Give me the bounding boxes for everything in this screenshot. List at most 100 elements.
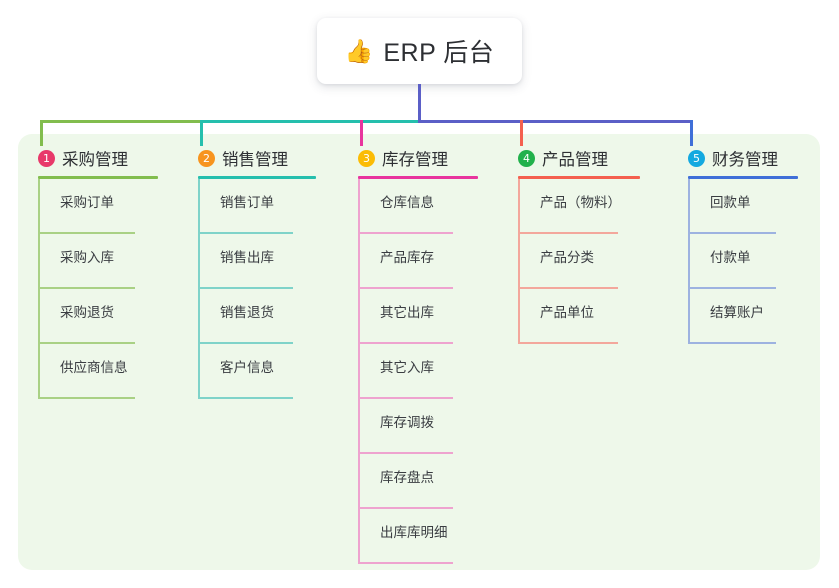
leaf-label: 付款单: [710, 250, 751, 265]
branch-leaf-list: 产品（物料） 产品分类产品单位: [518, 179, 640, 344]
branch-leaf-list: 回款单付款单结算账户: [688, 179, 798, 344]
leaf-rule: [38, 397, 135, 399]
branch-header-产品管理[interactable]: 4 产品管理: [518, 146, 640, 170]
leaf-rule: [518, 232, 618, 234]
leaf-label: 库存调拨: [380, 415, 434, 430]
leaf-rule: [358, 397, 453, 399]
leaf-node[interactable]: 销售出库: [198, 234, 316, 289]
leaf-label: 产品分类: [540, 250, 594, 265]
branch-header-库存管理[interactable]: 3 库存管理: [358, 146, 478, 170]
branch-index-badge: 4: [518, 149, 535, 167]
leaf-label: 采购订单: [60, 195, 114, 210]
leaf-node[interactable]: 采购入库: [38, 234, 158, 289]
branch-column-财务管理: 5 财务管理回款单付款单结算账户: [688, 146, 798, 344]
leaf-rule: [358, 452, 453, 454]
leaf-label: 采购退货: [60, 305, 114, 320]
leaf-label: 仓库信息: [380, 195, 434, 210]
leaf-node[interactable]: 产品（物料）: [518, 179, 640, 234]
connector-drop-1: [40, 120, 43, 146]
connector-bus-segment-1: [40, 120, 200, 123]
connector-drop-5: [690, 120, 693, 146]
branch-column-产品管理: 4 产品管理产品（物料） 产品分类产品单位: [518, 146, 640, 344]
leaf-node[interactable]: 出库库明细: [358, 509, 478, 564]
leaf-label: 结算账户: [710, 305, 764, 320]
connector-bus-segment-3: [417, 120, 693, 123]
leaf-rule: [198, 397, 293, 399]
leaf-node[interactable]: 供应商信息: [38, 344, 158, 399]
branch-index-badge: 1: [38, 149, 55, 167]
branch-title: 销售管理: [222, 151, 288, 169]
leaf-label: 销售退货: [220, 305, 274, 320]
leaf-node[interactable]: 其它出库: [358, 289, 478, 344]
leaf-rule: [198, 342, 293, 344]
branch-spine: [198, 179, 200, 399]
leaf-label: 产品单位: [540, 305, 594, 320]
branch-header-rule: [688, 176, 798, 179]
branch-header-rule: [518, 176, 640, 179]
branch-leaf-list: 销售订单销售出库销售退货客户信息: [198, 179, 316, 399]
leaf-node[interactable]: 产品库存: [358, 234, 478, 289]
leaf-rule: [38, 342, 135, 344]
leaf-node[interactable]: 产品单位: [518, 289, 640, 344]
leaf-label: 销售出库: [220, 250, 274, 265]
leaf-rule: [358, 232, 453, 234]
branch-header-rule: [38, 176, 158, 179]
branch-title: 库存管理: [382, 151, 448, 169]
leaf-rule: [38, 232, 135, 234]
branch-header-rule: [358, 176, 478, 179]
branch-index-badge: 5: [688, 149, 705, 167]
leaf-node[interactable]: 库存调拨: [358, 399, 478, 454]
leaf-node[interactable]: 仓库信息: [358, 179, 478, 234]
branch-spine: [518, 179, 520, 344]
leaf-label: 库存盘点: [380, 470, 434, 485]
leaf-rule: [688, 232, 776, 234]
leaf-node[interactable]: 客户信息: [198, 344, 316, 399]
root-node-title: ERP 后台: [383, 39, 495, 67]
branch-title: 财务管理: [712, 151, 778, 169]
connector-root-stem: [417, 84, 421, 123]
connector-drop-2: [200, 120, 203, 146]
leaf-label: 回款单: [710, 195, 751, 210]
leaf-rule: [358, 287, 453, 289]
leaf-label: 产品（物料）: [540, 195, 621, 210]
branch-leaf-list: 采购订单采购入库采购退货供应商信息: [38, 179, 158, 399]
branch-spine: [38, 179, 40, 399]
leaf-rule: [688, 342, 776, 344]
leaf-node[interactable]: 采购退货: [38, 289, 158, 344]
branch-column-库存管理: 3 库存管理仓库信息产品库存其它出库其它入库库存调拨库存盘点出库库明细: [358, 146, 478, 564]
leaf-rule: [358, 342, 453, 344]
leaf-node[interactable]: 产品分类: [518, 234, 640, 289]
branch-leaf-list: 仓库信息产品库存其它出库其它入库库存调拨库存盘点出库库明细: [358, 179, 478, 564]
connector-drop-3: [360, 120, 363, 146]
thumbs-up-icon: 👍: [344, 37, 374, 64]
diagram-panel: [18, 134, 820, 570]
leaf-rule: [358, 507, 453, 509]
leaf-rule: [688, 287, 776, 289]
root-node[interactable]: 👍 ERP 后台: [317, 18, 522, 84]
leaf-node[interactable]: 结算账户: [688, 289, 798, 344]
leaf-node[interactable]: 库存盘点: [358, 454, 478, 509]
leaf-node[interactable]: 其它入库: [358, 344, 478, 399]
branch-header-采购管理[interactable]: 1 采购管理: [38, 146, 158, 170]
branch-index-badge: 3: [358, 149, 375, 167]
leaf-node[interactable]: 销售退货: [198, 289, 316, 344]
branch-header-财务管理[interactable]: 5 财务管理: [688, 146, 798, 170]
leaf-node[interactable]: 回款单: [688, 179, 798, 234]
leaf-node[interactable]: 销售订单: [198, 179, 316, 234]
branch-spine: [358, 179, 360, 564]
leaf-node[interactable]: 采购订单: [38, 179, 158, 234]
leaf-rule: [198, 287, 293, 289]
branch-title: 采购管理: [62, 151, 128, 169]
branch-title: 产品管理: [542, 151, 608, 169]
leaf-label: 采购入库: [60, 250, 114, 265]
leaf-node[interactable]: 付款单: [688, 234, 798, 289]
branch-column-采购管理: 1 采购管理采购订单采购入库采购退货供应商信息: [38, 146, 158, 399]
leaf-label: 客户信息: [220, 360, 274, 375]
leaf-rule: [198, 232, 293, 234]
leaf-label: 产品库存: [380, 250, 434, 265]
connector-drop-4: [520, 120, 523, 146]
leaf-label: 出库库明细: [380, 525, 448, 540]
connector-bus-segment-2: [200, 120, 418, 123]
branch-header-rule: [198, 176, 316, 179]
